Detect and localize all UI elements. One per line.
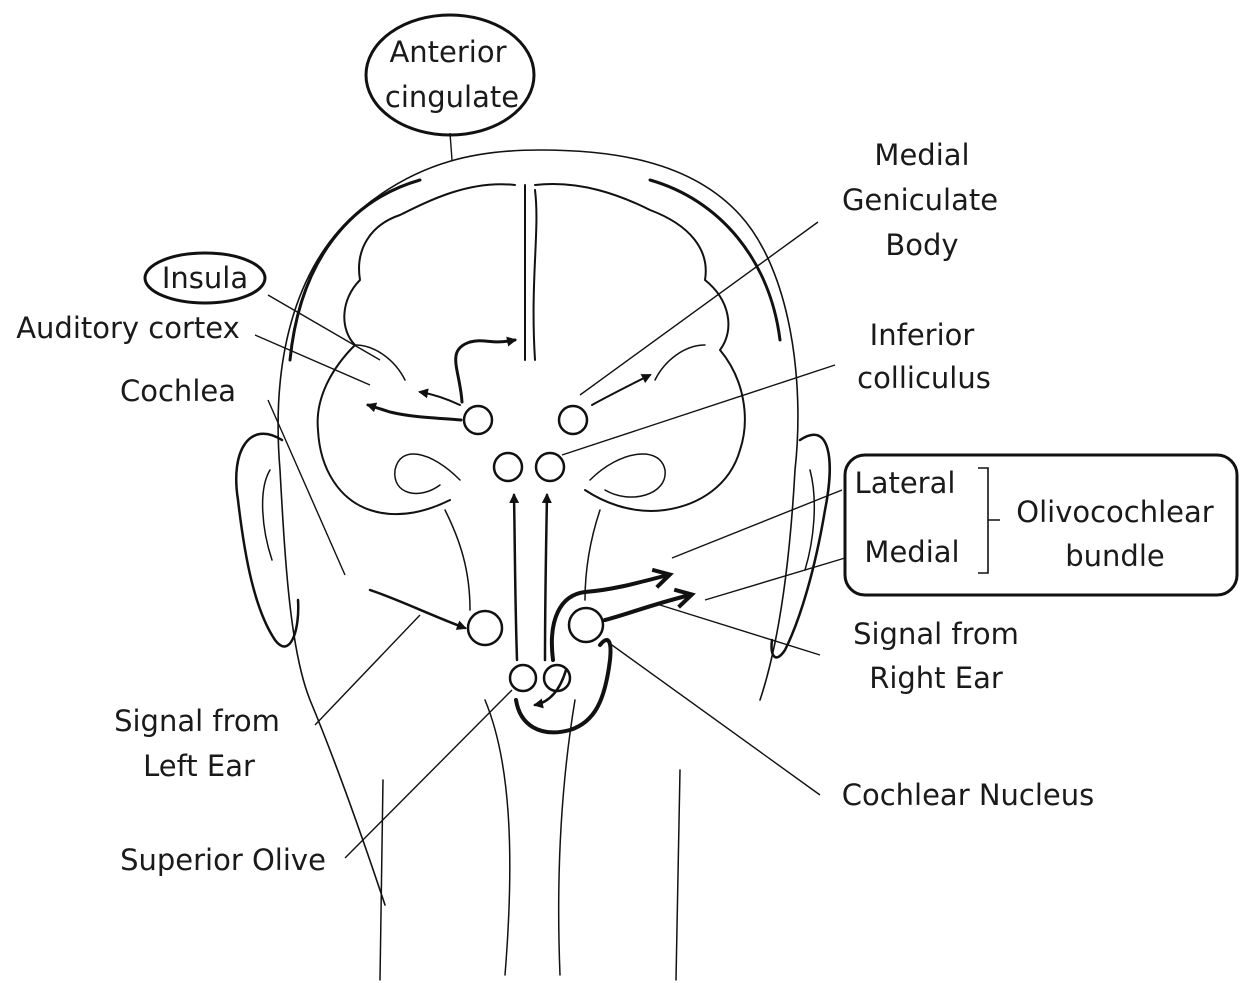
label-superior-olive: Superior Olive [120, 843, 326, 877]
label-signal-right-line1: Signal from [853, 617, 1019, 651]
head-outline [278, 150, 798, 905]
label-anterior-cingulate-line1: Anterior [389, 35, 506, 69]
leader-cochlear-nucleus [605, 640, 820, 795]
pathway-arrows [368, 340, 690, 732]
label-olivocochlear-line2: bundle [1065, 539, 1164, 573]
left-medial-geniculate-nucleus [464, 406, 492, 434]
leader-signal-left-ear [315, 615, 420, 725]
anterior-cingulate-ellipse [366, 15, 534, 135]
leader-signal-right-ear [660, 605, 820, 655]
label-medial-geniculate-line2: Geniculate [842, 183, 998, 217]
left-cochlear-nucleus [468, 611, 502, 645]
label-medial-geniculate-line3: Body [885, 228, 958, 262]
label-inferior-colliculus-line2: colliculus [857, 361, 991, 395]
label-lateral: Lateral [855, 466, 956, 500]
label-olivocochlear-line1: Olivocochlear [1016, 495, 1214, 529]
left-ear [236, 434, 298, 647]
right-medial-geniculate-nucleus [559, 406, 587, 434]
label-inferior-colliculus-line1: Inferior [870, 318, 975, 352]
left-superior-olive-nucleus [510, 665, 536, 691]
label-medial: Medial [864, 535, 959, 569]
right-cochlear-nucleus [569, 608, 603, 642]
label-signal-left-line2: Left Ear [143, 749, 255, 783]
label-anterior-cingulate-line2: cingulate [385, 80, 519, 114]
leader-medial-olivocochlear [705, 558, 845, 600]
label-medial-geniculate-line1: Medial [874, 138, 969, 172]
left-inferior-colliculus-nucleus [494, 453, 522, 481]
leader-anterior-cingulate [450, 133, 452, 160]
leader-lines [255, 133, 845, 858]
leader-cochlea [268, 400, 345, 575]
brain [318, 184, 745, 610]
olivocochlear-bracket [978, 468, 1000, 573]
label-insula: Insula [162, 261, 248, 295]
leader-superior-olive [345, 690, 512, 858]
right-ear [772, 435, 830, 658]
label-cochlear-nucleus: Cochlear Nucleus [842, 778, 1095, 812]
label-signal-left-line1: Signal from [114, 704, 280, 738]
label-signal-right-line2: Right Ear [869, 661, 1003, 695]
right-inferior-colliculus-nucleus [536, 453, 564, 481]
label-auditory-cortex: Auditory cortex [16, 311, 240, 345]
neck [380, 700, 680, 980]
label-cochlea: Cochlea [120, 374, 236, 408]
